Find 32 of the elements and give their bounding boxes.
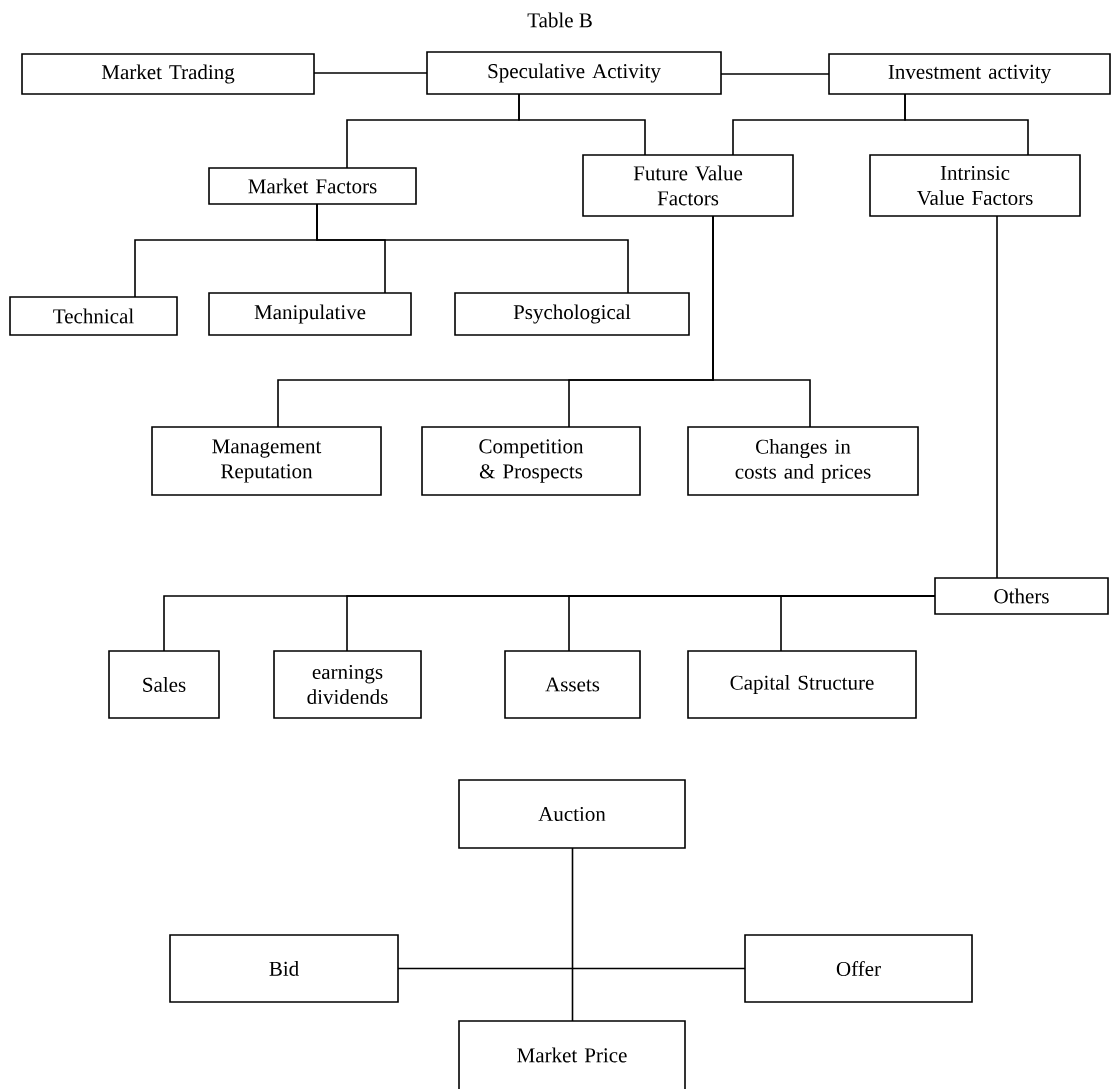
- box: Manipulative: [208, 292, 412, 336]
- box: Management Reputation: [151, 426, 382, 496]
- box: Market Price: [458, 1020, 686, 1089]
- box: Psychological: [454, 292, 690, 336]
- box: Sales: [108, 650, 220, 719]
- connector: [518, 93, 646, 156]
- box: Investment activity: [828, 53, 1111, 95]
- connector: [712, 215, 811, 428]
- title: Table B: [527, 12, 592, 28]
- box: Technical: [9, 296, 178, 336]
- connector: [571, 847, 574, 1022]
- connector: [720, 73, 830, 75]
- connector: [780, 595, 936, 652]
- box: Auction: [458, 779, 686, 849]
- box: earnings dividends: [273, 650, 422, 719]
- box: Capital Structure: [687, 650, 917, 719]
- box: Changes in costs and prices: [687, 426, 919, 496]
- box: Market Trading: [21, 53, 315, 95]
- box: Competition & Prospects: [421, 426, 641, 496]
- box: Intrinsic Value Factors: [869, 154, 1081, 217]
- box: Future Value Factors: [582, 154, 794, 217]
- connector: [904, 93, 1029, 156]
- box: Speculative Activity: [426, 51, 722, 95]
- box: Assets: [504, 650, 641, 719]
- box: Others: [934, 577, 1109, 615]
- connector: [397, 967, 746, 970]
- connector: [996, 215, 998, 579]
- box: Offer: [744, 934, 973, 1003]
- connector: [316, 203, 629, 294]
- box: Market Factors: [208, 167, 417, 205]
- connector: [313, 72, 428, 74]
- box: Bid: [169, 934, 399, 1003]
